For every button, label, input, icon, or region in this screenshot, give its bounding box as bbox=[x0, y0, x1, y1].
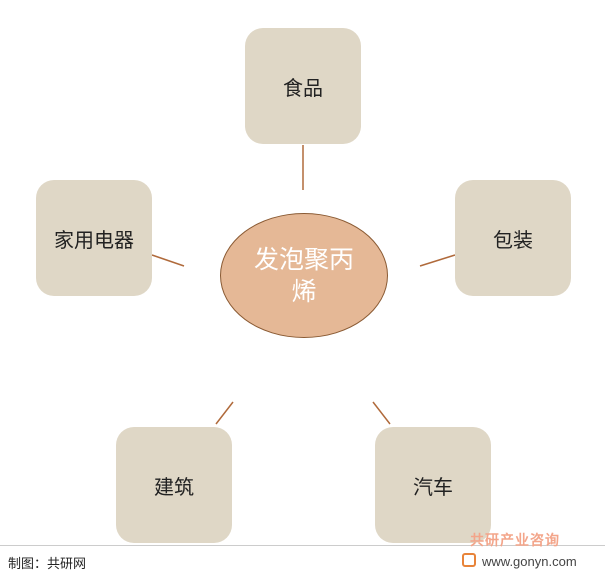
node-packaging-label: 包装 bbox=[493, 227, 533, 252]
node-automotive-label: 汽车 bbox=[413, 474, 453, 499]
watermark-text: 共研产业咨询 bbox=[470, 533, 560, 549]
footer-divider bbox=[0, 545, 605, 546]
node-food: 食品 bbox=[245, 28, 361, 144]
node-packaging: 包装 bbox=[455, 180, 571, 296]
node-automotive: 汽车 bbox=[375, 427, 491, 543]
node-construction: 建筑 bbox=[116, 427, 232, 543]
node-construction-label: 建筑 bbox=[154, 474, 194, 499]
source-credit: 制图：共研网 bbox=[8, 557, 87, 572]
connector-bottom-right bbox=[372, 401, 391, 425]
watermark-logo-icon bbox=[462, 553, 476, 567]
node-food-label: 食品 bbox=[283, 75, 323, 100]
node-appliances-label: 家用电器 bbox=[54, 227, 134, 252]
node-appliances: 家用电器 bbox=[36, 180, 152, 296]
connector-right bbox=[419, 254, 456, 267]
center-node: 发泡聚丙烯 bbox=[220, 213, 388, 338]
connector-bottom-left bbox=[215, 401, 234, 425]
center-node-label: 发泡聚丙烯 bbox=[253, 245, 354, 306]
connector-left bbox=[151, 254, 185, 267]
watermark-url: www.gonyn.com bbox=[482, 554, 577, 569]
